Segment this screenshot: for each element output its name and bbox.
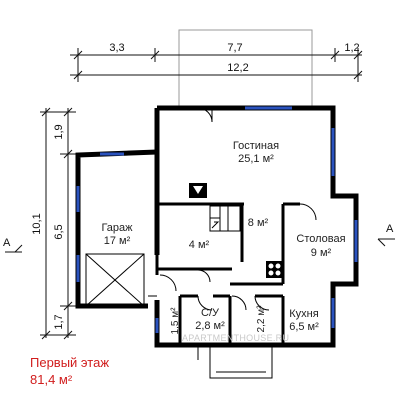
stair: [209, 205, 241, 232]
floor-area: 81,4 м²: [30, 372, 73, 387]
dim-left-3: 1,7: [53, 314, 65, 329]
garage-door: [85, 253, 145, 307]
section-label-right: A: [386, 223, 394, 235]
garage-name: Гараж: [101, 222, 133, 234]
stove: [266, 261, 283, 278]
interior-walls: [155, 202, 300, 345]
floor-title: Первый этаж: [30, 355, 109, 370]
dining-area: 9 м²: [311, 247, 332, 259]
kitchen-name: Кухня: [289, 308, 318, 320]
section-marker-right: A: [377, 223, 395, 247]
watermark: APARTMENTHOUSE.RU: [182, 333, 289, 343]
garage-area: 17 м²: [104, 235, 131, 247]
dim-top-1: 3,3: [109, 42, 124, 54]
section-marker-left: A: [3, 237, 23, 253]
corridor-right-area: 2,2 м²: [256, 305, 267, 333]
dim-left-1: 1,9: [53, 124, 65, 139]
bathroom-name: С/У: [201, 307, 220, 319]
left-dimensions: [40, 107, 76, 340]
dining-name: Столовая: [296, 233, 345, 245]
dim-top-2: 7,7: [227, 42, 242, 54]
section-label-left: A: [3, 237, 11, 249]
dim-total-width: 12,2: [227, 62, 248, 74]
corridor-left-area: 1,5 м²: [170, 307, 181, 335]
kitchen-area: 6,5 м²: [289, 321, 319, 333]
living-area: 25,1 м²: [238, 153, 274, 165]
dim-left-2: 6,5: [53, 224, 65, 239]
fireplace: [189, 183, 207, 198]
living-name: Гостиная: [233, 140, 279, 152]
top-dimensions: [70, 48, 363, 82]
dim-top-3: 1,2: [344, 42, 359, 54]
doors: [148, 107, 317, 311]
stair-hall-area: 8 м²: [248, 217, 269, 229]
storage-area: 4 м²: [189, 239, 210, 251]
bathroom-area: 2,8 м²: [195, 320, 225, 332]
dim-total-height: 10,1: [31, 213, 43, 234]
windows: [76, 106, 358, 333]
porch: [197, 344, 273, 379]
